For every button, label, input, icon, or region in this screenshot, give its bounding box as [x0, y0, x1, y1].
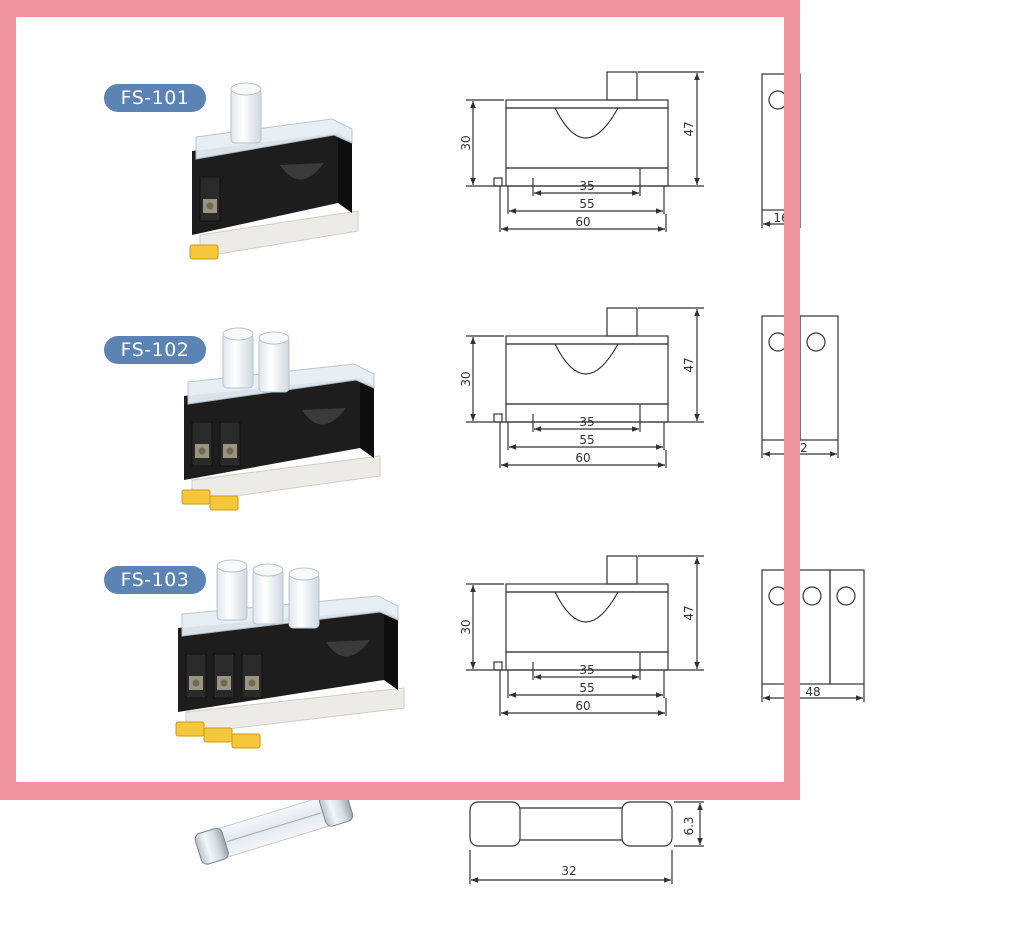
side-view-drawing-3: 48 — [761, 569, 865, 702]
fuse-diameter-label: 6.3 — [682, 816, 696, 835]
front-height-body-label: 30 — [459, 619, 473, 634]
front-view-drawing-3: 35 55 60 30 47 — [459, 555, 704, 716]
front-view-drawing-1: 35 55 60 30 47 — [459, 71, 704, 232]
fuse-holder-photo-fs-101 — [189, 82, 359, 260]
front-height-body-label: 30 — [459, 135, 473, 150]
front-width-mid-label: 55 — [579, 197, 594, 211]
front-width-total-label: 60 — [575, 451, 590, 465]
fuse-dimension-drawing — [469, 801, 704, 884]
front-width-inner-label: 35 — [579, 179, 594, 193]
front-width-mid-label: 55 — [579, 433, 594, 447]
front-width-mid-label: 55 — [579, 681, 594, 695]
front-view-drawing-2: 35 55 60 30 47 — [459, 307, 704, 468]
front-height-body-label: 30 — [459, 371, 473, 386]
front-width-total-label: 60 — [575, 699, 590, 713]
side-width-label: 32 — [792, 441, 807, 455]
model-badge-fs102: FS-102 — [104, 336, 206, 364]
fuse-holder-photo-fs-102 — [181, 327, 381, 511]
fuse-holder-photo-fs-103 — [175, 559, 405, 749]
front-width-inner-label: 35 — [579, 663, 594, 677]
front-height-total-label: 47 — [682, 605, 696, 620]
glass-fuse-photo — [194, 789, 354, 865]
side-width-label: 48 — [805, 685, 820, 699]
fuse-length-label: 32 — [561, 864, 576, 878]
front-width-total-label: 60 — [575, 215, 590, 229]
model-badge-fs101: FS-101 — [104, 84, 206, 112]
front-height-total-label: 47 — [682, 121, 696, 136]
model-badge-fs103: FS-103 — [104, 566, 206, 594]
side-view-drawing-2: 32 — [761, 315, 839, 458]
front-height-total-label: 47 — [682, 357, 696, 372]
side-view-drawing-1: 16 — [761, 73, 801, 228]
front-width-inner-label: 35 — [579, 415, 594, 429]
side-width-label: 16 — [773, 211, 788, 225]
